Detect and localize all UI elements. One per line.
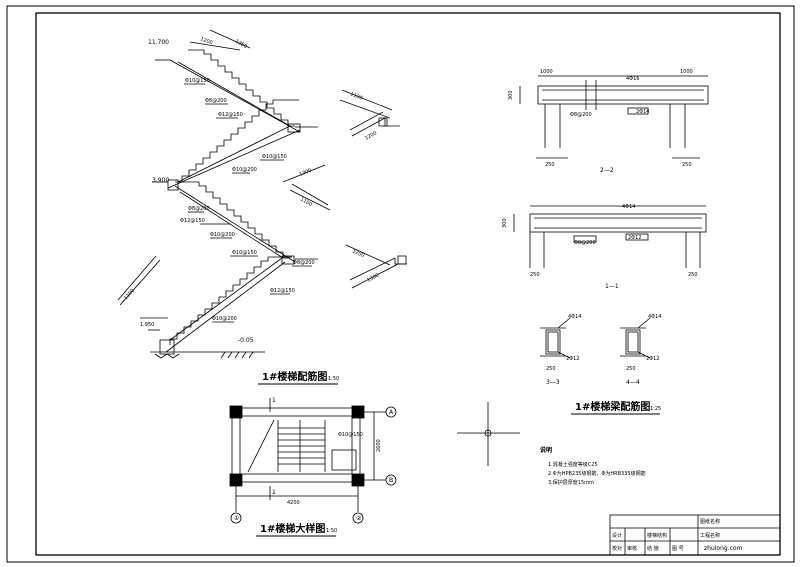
stair-section-title: 1#楼梯配筋图 1:50 <box>258 370 339 385</box>
stair-plan-scale: 1:50 <box>326 528 337 534</box>
beam-1-stirrup: Φ8@200 <box>574 240 596 246</box>
beam-rebar-bottom: 2Φ14 <box>636 109 649 115</box>
dim-end-right: 250 <box>682 162 692 168</box>
tb-r2c1: 校对 <box>612 545 622 552</box>
beam-cross-sections <box>540 317 651 359</box>
cs3-dim: 250 <box>546 366 556 372</box>
detail-dim-5: 1200 <box>351 248 365 259</box>
plan-width-dim: 4200 <box>287 500 300 506</box>
beam-1-rebar-top: 4Φ14 <box>622 204 635 210</box>
dim-beam-1-end-left: 250 <box>530 272 540 278</box>
detail-dim-1: 1100 <box>349 91 363 101</box>
detail-dim-4: 1100 <box>299 197 313 209</box>
beam-section-2-2 <box>519 75 709 159</box>
tb-r2c2: 结 施 <box>647 545 659 552</box>
elev-left: 1.950 <box>140 322 154 328</box>
cross-section-labels: 4Φ14 2Φ12 250 3—3 4Φ14 2Φ12 250 4—4 <box>546 314 661 386</box>
landing-details <box>282 89 407 289</box>
section-1-1-label: 1—1 <box>605 283 619 290</box>
rebar-label-12: Φ10@200 <box>212 316 237 322</box>
general-notes: 说明 1.混凝土强度等级C25 2.Φ为HPB235级钢筋，Φ为HRB335级钢… <box>540 446 646 486</box>
detail-dim-2: 1200 <box>364 130 378 142</box>
beam-stirrup: Φ8@200 <box>570 112 592 118</box>
notes-line-3: 3.保护层厚度15mm <box>548 479 594 486</box>
stair-plan-drawing <box>229 398 397 524</box>
rebar-label-5: Φ10@200 <box>232 167 257 173</box>
title-block-text: 设计 楼梯结构 校对 结 施 审核 图 号 图纸名称 工程名称 zhulong.… <box>612 518 743 552</box>
tb-r1c1: 设计 <box>612 532 622 539</box>
beam-1-1-labels: 4Φ14 2Φ12 Φ8@200 300 250 250 1—1 <box>502 204 698 290</box>
cs4-dim: 250 <box>626 366 636 372</box>
rebar-label-3: Φ12@150 <box>218 112 243 118</box>
tb-right-1: 图纸名称 <box>700 518 720 525</box>
stair-plan-title-text: 1#楼梯大样图 <box>260 522 325 535</box>
rebar-label-9: Φ10@150 <box>232 250 257 256</box>
stair-section-scale: 1:50 <box>328 376 339 382</box>
beam-detail-scale: 1:25 <box>650 406 661 412</box>
rebar-label-10: Φ8@200 <box>293 260 315 266</box>
stair-section-title-text: 1#楼梯配筋图 <box>262 370 327 383</box>
dim-top-b: 1300 <box>234 39 248 51</box>
detail-dim-3: 1300 <box>299 168 313 178</box>
tb-watermark: zhulong.com <box>704 545 743 552</box>
notes-heading: 说明 <box>540 446 552 454</box>
beam-detail-title: 1#楼梯梁配筋图 1:25 <box>571 400 661 415</box>
inner-border <box>35 12 781 556</box>
cut-marker-bottom: 1 <box>272 489 276 496</box>
grid-a: A <box>389 409 394 416</box>
section-4-4-label: 4—4 <box>626 379 640 386</box>
dim-beam-1-end-right: 250 <box>688 272 698 278</box>
section-2-2-label: 2—2 <box>600 167 614 174</box>
cs3-rebar-bottom: 2Φ12 <box>566 356 579 362</box>
rebar-label-7: Φ12@150 <box>180 218 205 224</box>
dim-left: 1100 <box>123 288 136 301</box>
beam-rebar-top: 4Φ16 <box>626 76 639 82</box>
cut-marker-top: 1 <box>272 397 276 404</box>
tb-right-2: 工程名称 <box>700 532 720 539</box>
rebar-label-6: Φ8@200 <box>188 206 210 212</box>
stair-plan-labels: ① ② A B 1 1 4200 2600 Φ10@150 1#楼梯大样图 1:… <box>234 397 394 537</box>
rebar-label-2: Φ8@200 <box>205 98 227 104</box>
cs4-rebar-bottom: 2Φ12 <box>646 356 659 362</box>
cs4-rebar-top: 4Φ14 <box>648 314 661 320</box>
tb-r3c1: 审核 <box>627 545 637 552</box>
dim-beam-depth: 300 <box>508 90 514 100</box>
title-block <box>609 514 781 556</box>
dim-top-a: 1200 <box>199 36 213 46</box>
detail-dim-6: 1300 <box>366 272 380 283</box>
stair-section-drawing <box>117 29 318 359</box>
dim-beam-right: 1000 <box>680 69 693 75</box>
dim-end-left: 250 <box>545 162 555 168</box>
beam-section-1-1 <box>513 205 707 268</box>
plan-depth-dim: 2600 <box>376 439 382 452</box>
beam-2-2-labels: 1000 1000 4Φ16 2Φ14 Φ8@200 300 250 250 2… <box>508 69 693 174</box>
outer-border <box>6 5 795 563</box>
notes-line-2: 2.Φ为HPB235级钢筋，Φ为HRB335级钢筋 <box>548 470 646 477</box>
dim-beam-1-depth: 300 <box>502 218 508 228</box>
plan-rebar-label: Φ10@150 <box>338 432 363 438</box>
dim-beam-left: 1000 <box>540 69 553 75</box>
elev-ground: -0.05 <box>238 337 254 344</box>
rebar-label-1: Φ10@150 <box>185 78 210 84</box>
elev-mid: 3.900 <box>152 177 169 184</box>
beam-detail-title-text: 1#楼梯梁配筋图 <box>575 400 650 413</box>
beam-1-rebar-bottom: 2Φ12 <box>628 235 641 241</box>
stair-section-labels: 11.700 3.900 -0.05 1.950 1200 1300 1100 … <box>123 36 315 344</box>
grid-c2: ② <box>356 515 362 522</box>
tb-r1c2: 楼梯结构 <box>647 532 667 539</box>
section-3-3-label: 3—3 <box>546 379 560 386</box>
grid-c1: ① <box>234 515 239 522</box>
rebar-label-4: Φ10@150 <box>262 154 287 160</box>
landing-detail-labels: 1100 1200 1300 1100 1200 1300 <box>299 91 381 283</box>
grid-b: B <box>389 477 393 484</box>
rebar-label-11: Φ12@150 <box>270 288 295 294</box>
elev-top: 11.700 <box>148 39 169 46</box>
tb-r3c2: 图 号 <box>672 546 684 552</box>
cs3-rebar-top: 4Φ14 <box>568 314 581 320</box>
notes-line-1: 1.混凝土强度等级C25 <box>548 461 598 468</box>
center-crosshair <box>457 402 520 466</box>
rebar-label-8: Φ10@200 <box>210 232 235 238</box>
